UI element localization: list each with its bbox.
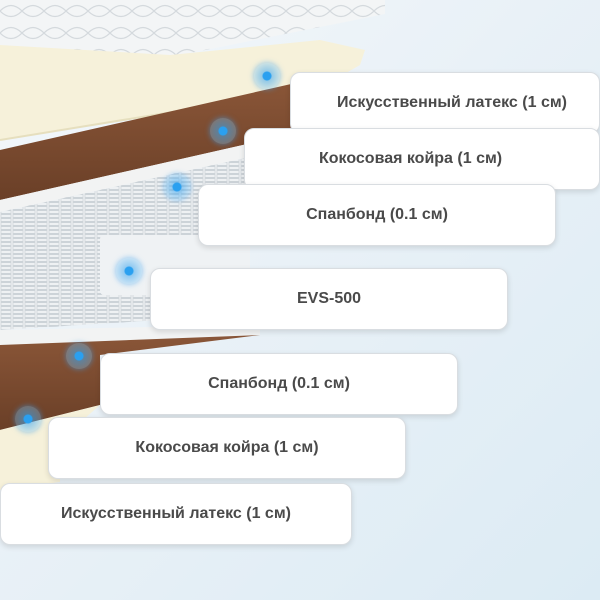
layer-label-text: Искусственный латекс (1 см) bbox=[60, 505, 291, 522]
layer-label-text: Кокосовая койра (1 см) bbox=[135, 439, 319, 456]
top-spunbond-layer bbox=[0, 132, 300, 212]
callout-dot-icon bbox=[210, 118, 236, 144]
layer-label-bottom-latex: Искусственный латекс (1 см) bbox=[0, 483, 352, 545]
layer-label-spring-block: EVS-500 bbox=[150, 268, 508, 330]
layer-label-text: EVS-500 bbox=[296, 290, 362, 307]
bottom-spunbond-layer bbox=[0, 325, 260, 345]
callout-dot-icon bbox=[66, 343, 92, 369]
callout-dot-icon bbox=[164, 174, 190, 200]
layer-label-top-coir: Кокосовая койра (1 см) bbox=[244, 128, 600, 190]
top-coir-layer bbox=[0, 82, 300, 200]
layer-label-text: Кокосовая койра (1 см) bbox=[319, 150, 503, 167]
layer-label-top-spunbond: Спанбонд (0.1 см) bbox=[198, 184, 556, 246]
layer-label-top-latex: Искусственный латекс (1 см) bbox=[290, 72, 600, 134]
callout-dot-icon bbox=[15, 406, 41, 432]
layer-label-bottom-spunbond: Спанбонд (0.1 см) bbox=[100, 353, 458, 415]
layer-label-text: Спанбонд (0.1 см) bbox=[208, 375, 350, 392]
bottom-coir-layer bbox=[0, 335, 260, 430]
layer-label-text: Искусственный латекс (1 см) bbox=[337, 94, 568, 111]
callout-dot-icon bbox=[254, 63, 280, 89]
layer-label-text: Спанбонд (0.1 см) bbox=[306, 206, 448, 223]
layer-label-bottom-coir: Кокосовая койра (1 см) bbox=[48, 417, 406, 479]
callout-dot-icon bbox=[116, 258, 142, 284]
